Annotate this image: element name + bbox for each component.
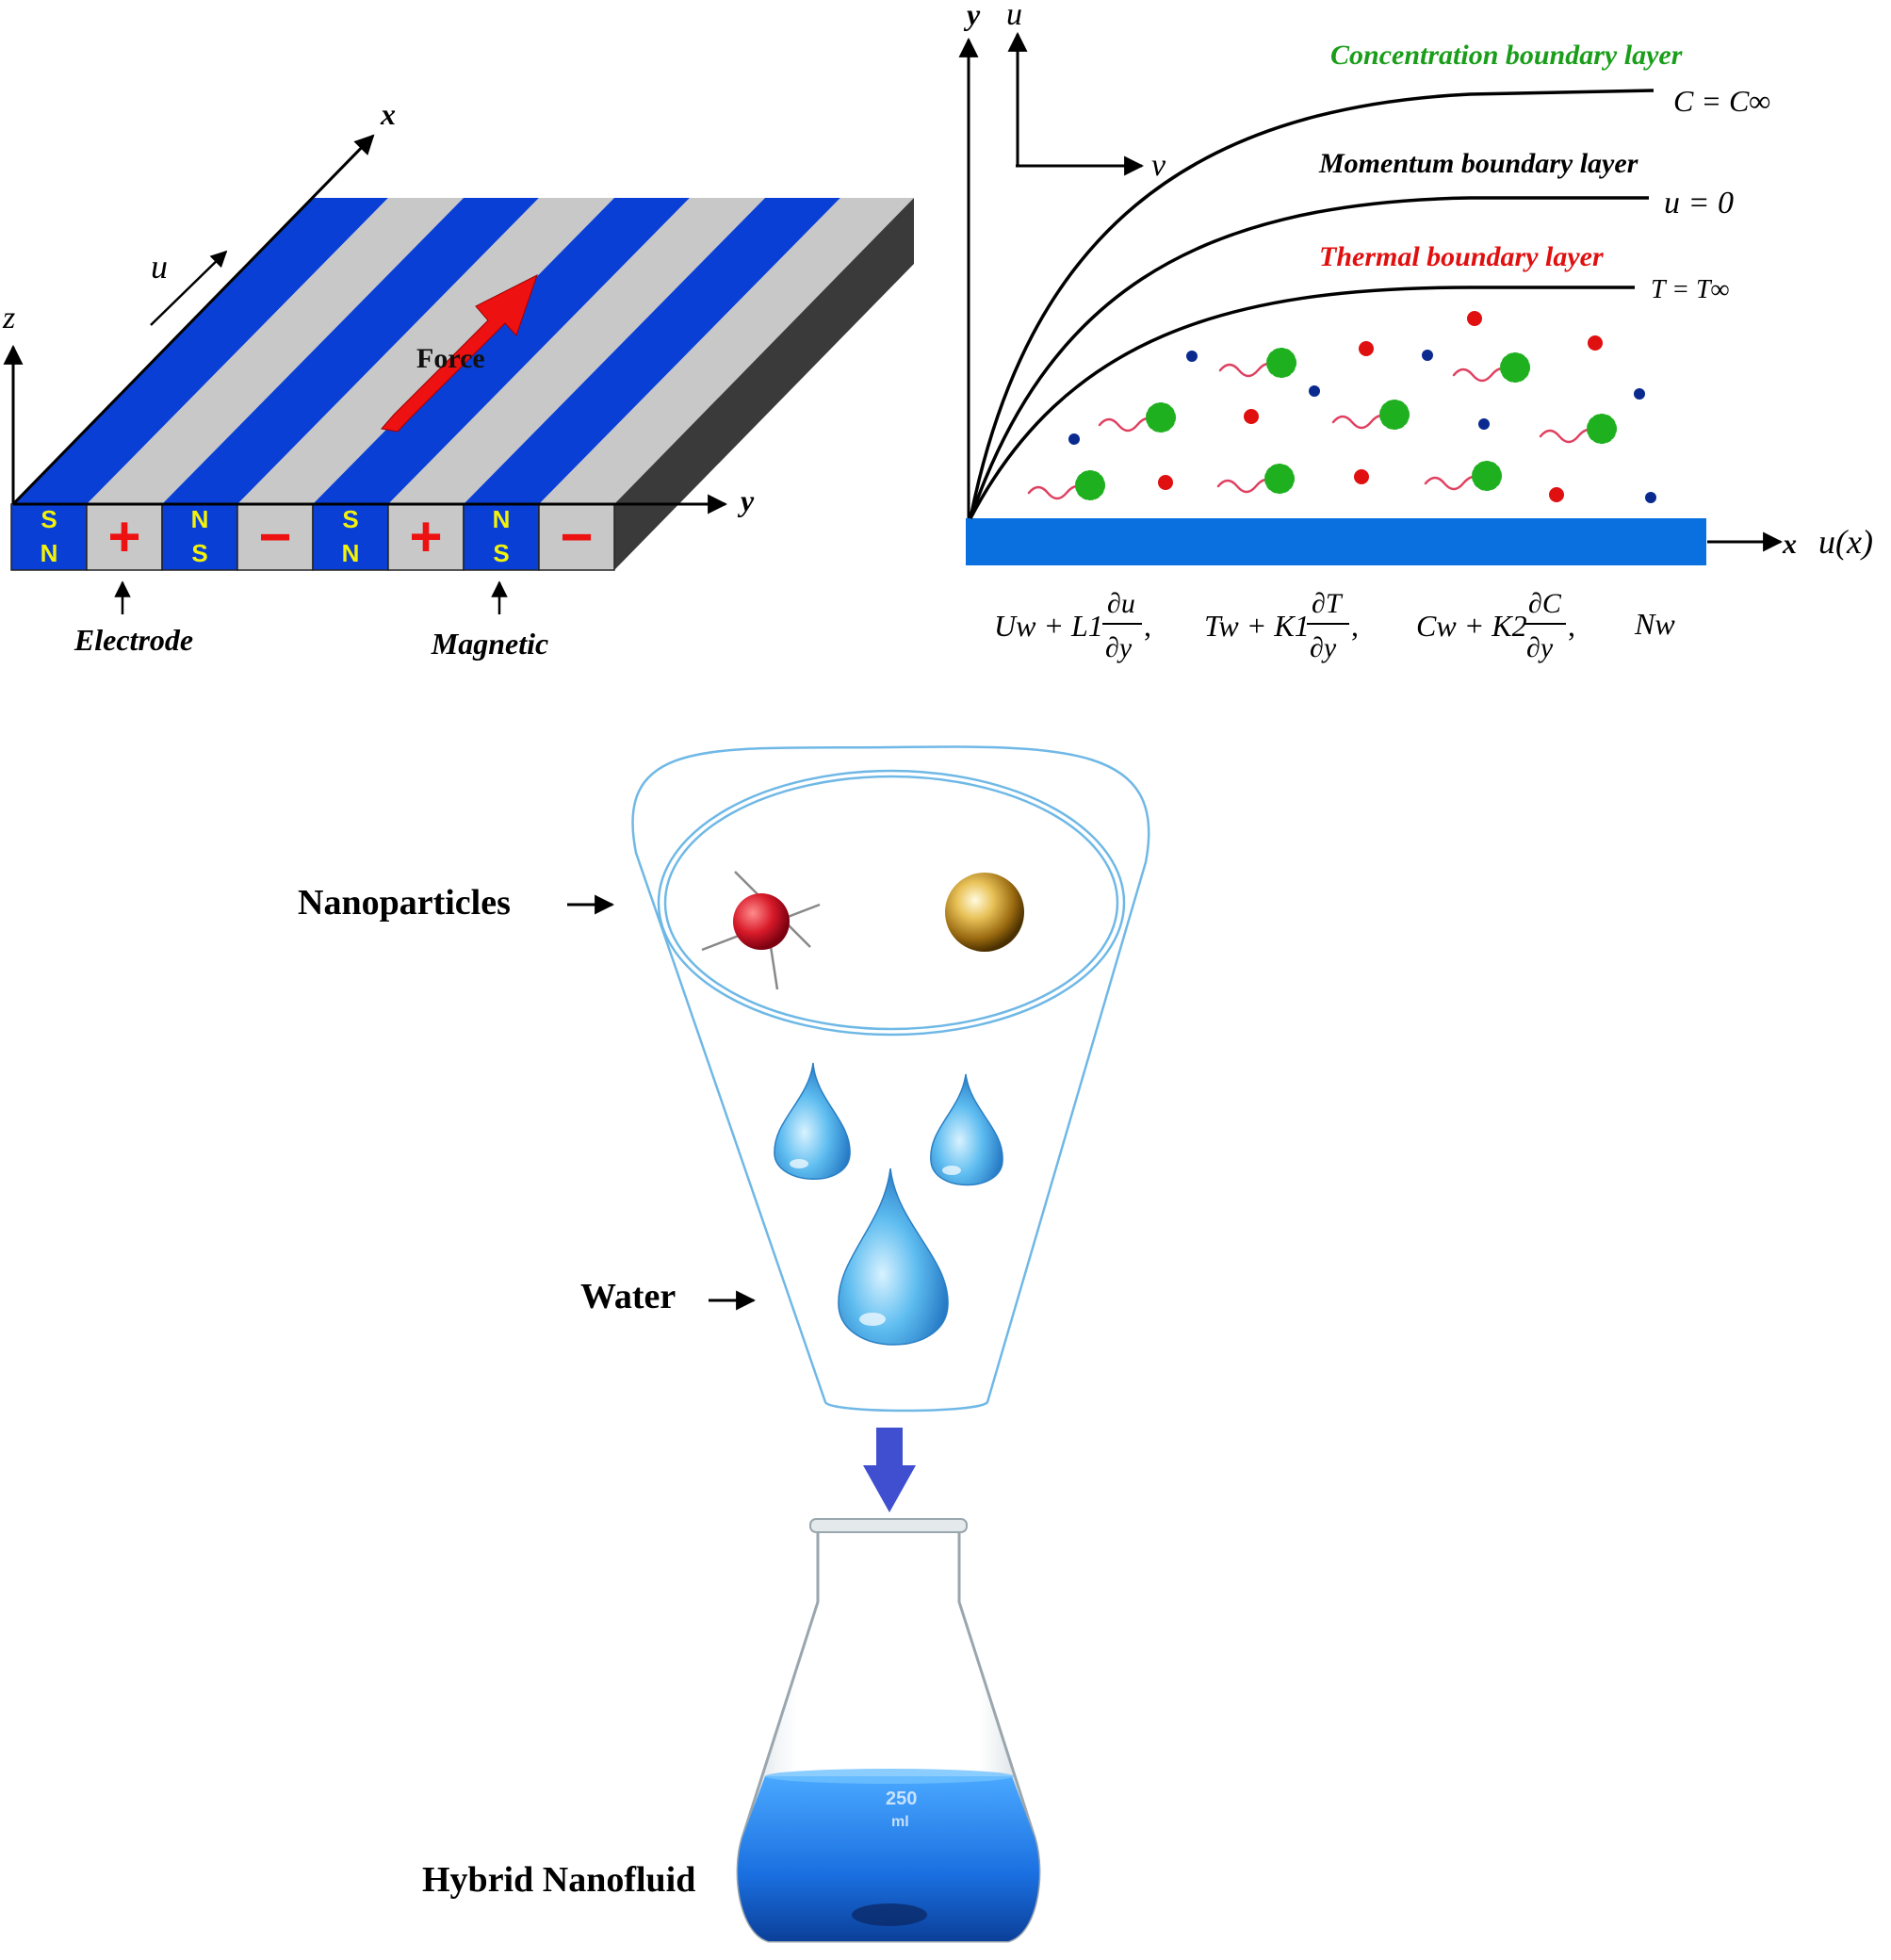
bc-microorganism: Nw [1634,607,1675,641]
axis-z-label: z [2,301,15,335]
axis-x-arrow [11,134,375,506]
blue-particle [1634,388,1645,400]
axis-y-label: y [963,0,981,31]
flask-unit-mark: ml [891,1814,909,1830]
erlenmeyer-flask: 250 ml [736,1518,1041,1943]
svg-text:,: , [1568,609,1575,643]
concentration-free-stream: C = C∞ [1673,84,1770,118]
axis-x-label: x [1782,529,1797,560]
red-particle [1467,311,1482,326]
svg-text:,: , [1144,609,1151,643]
particle-field [1068,311,1656,503]
momentum-layer-label: Momentum boundary layer [1318,148,1638,179]
wall-boundary-conditions: Uw + L1 ∂u ∂y , Tw + K1 ∂T ∂y , Cw + K2 … [994,588,1675,663]
blue-particle [1309,385,1320,397]
water-drops [774,1062,1003,1346]
concentration-layer-label: Concentration boundary layer [1330,40,1683,71]
blue-particle [1186,351,1198,362]
pole-label: S [493,539,509,567]
bc-thermal-num: ∂T [1312,588,1344,619]
svg-text:,: , [1351,609,1359,643]
electrode-sign-minus: − [560,505,593,568]
velocity-arrow [150,250,228,326]
red-particle [1588,335,1603,351]
hybrid-nanofluid-schematic: Nanoparticles Water 250 ml Hybrid Nanofl… [298,745,1150,1943]
thermal-layer-label: Thermal boundary layer [1319,241,1604,272]
temperature-free-stream: T = T∞ [1651,275,1730,304]
boundary-layer-diagram: y u v x u(x) Concentration boundary laye… [958,0,1873,663]
bc-velocity-den: ∂y [1105,632,1133,663]
down-arrow-icon [863,1428,916,1512]
hybrid-nanofluid-label: Hybrid Nanofluid [422,1860,695,1900]
concentration-boundary-curve [969,89,1655,519]
axis-v-label: v [1151,148,1166,183]
bc-thermal-head: Tw + K1 [1204,609,1310,643]
concentration-slip-condition: Cw + K2 ∂C ∂y , [1416,588,1575,663]
red-particle [1549,487,1564,502]
water-label: Water [580,1277,676,1316]
wall-surface [966,518,1706,565]
electrode-sign-minus: − [258,505,291,568]
plate-side-face [614,198,914,570]
pole-label: N [342,539,360,567]
electrode-sign-plus: + [107,505,140,568]
pole-label: N [41,539,58,567]
plate-top-face [11,198,914,504]
bc-velocity-num: ∂u [1107,588,1135,619]
blue-particle [1478,418,1490,430]
water-drop-icon [774,1062,851,1180]
bc-thermal-den: ∂y [1310,632,1337,663]
microorganism-field [1027,348,1617,500]
magnetic-label: Magnetic [431,627,548,661]
gold-nanoparticle-icon [945,873,1024,952]
velocity-slip-condition: Uw + L1 ∂u ∂y , [994,588,1151,663]
bc-concentration-head: Cw + K2 [1416,609,1527,643]
nanofluid-liquid [738,1776,1039,1941]
blue-particle [1422,350,1433,361]
force-label: Force [416,343,485,374]
pole-label: N [191,505,209,533]
pole-label: S [342,505,358,533]
pole-label: S [41,505,57,533]
axis-y-label: y [737,483,755,517]
momentum-boundary-curve [969,196,1649,519]
electrode-label: Electrode [73,623,193,657]
riga-plate-diagram: S N N S S N N S + − + − z y x u Force [2,97,914,661]
bc-velocity-head: Uw + L1 [994,609,1103,643]
bc-concentration-den: ∂y [1526,632,1554,663]
mixing-funnel [631,745,1150,1413]
bc-concentration-num: ∂C [1528,588,1562,619]
blue-particle [1068,433,1080,445]
force-arrow [381,273,538,433]
red-particle [1158,475,1173,490]
flask-volume-mark: 250 [886,1788,917,1809]
nanoparticles-label: Nanoparticles [298,883,511,923]
axis-x-label: x [380,97,396,131]
velocity-label: u [151,248,168,286]
plate-front-face [10,503,615,571]
ux-label: u(x) [1818,523,1873,561]
red-particle [1244,409,1259,424]
axis-u-label: u [1006,0,1022,32]
water-drop-icon [838,1168,949,1346]
blue-particle [1645,492,1656,503]
red-particle [1354,469,1369,484]
pole-label: N [493,505,511,533]
electrode-sign-plus: + [409,505,442,568]
pole-label: S [191,539,207,567]
thermal-slip-condition: Tw + K1 ∂T ∂y , [1204,588,1359,663]
thermal-boundary-curve [969,286,1635,519]
water-drop-icon [930,1073,1003,1186]
red-nanoparticle-icon [701,871,821,990]
red-particle [1359,341,1374,356]
velocity-free-stream: u = 0 [1664,186,1734,220]
